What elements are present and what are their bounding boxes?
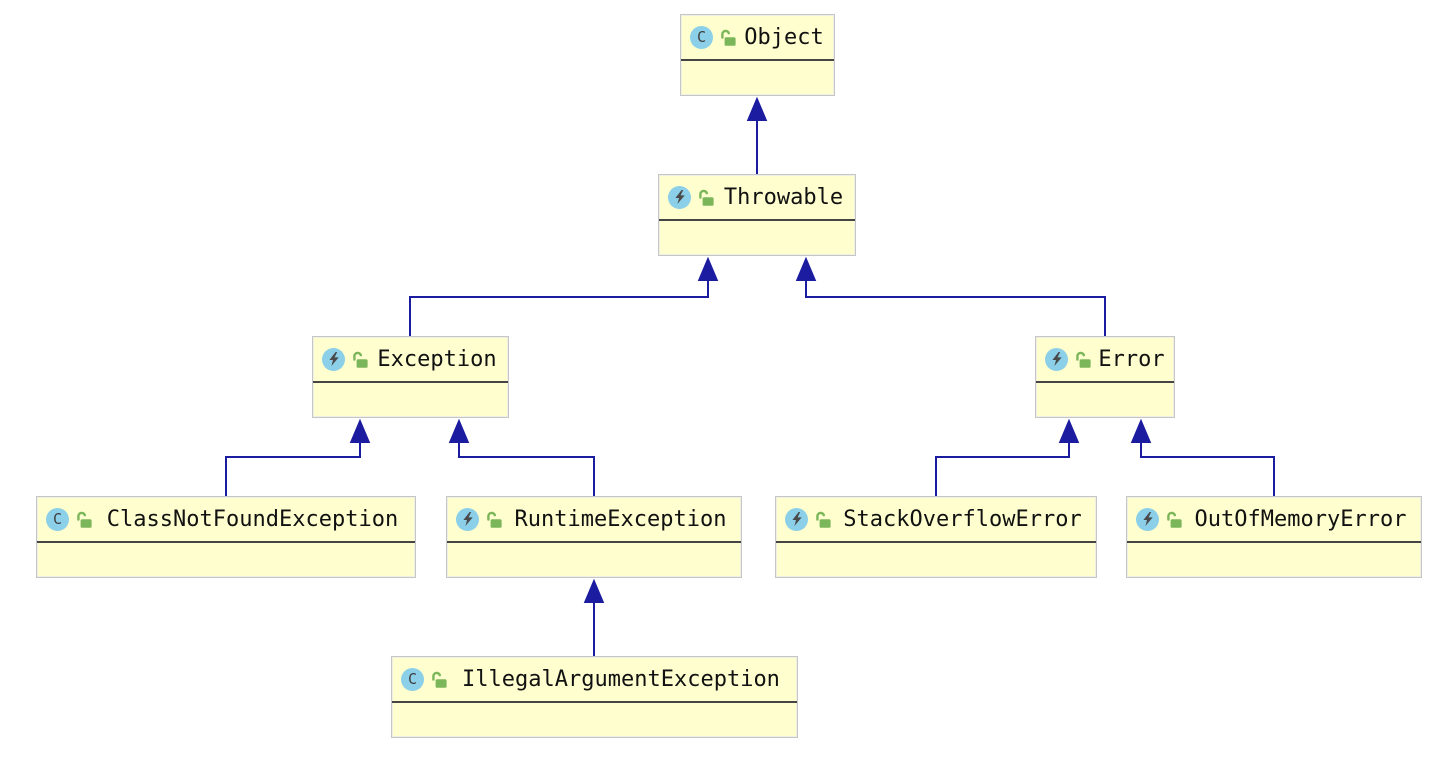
class-members-section bbox=[392, 703, 797, 737]
class-node-runtimeexception[interactable]: RuntimeException bbox=[446, 496, 742, 578]
unlock-icon bbox=[351, 350, 369, 369]
unlock-icon bbox=[697, 188, 715, 207]
exception-lightning-icon bbox=[322, 347, 345, 371]
class-members-section bbox=[776, 543, 1096, 577]
unlock-icon bbox=[430, 670, 448, 689]
class-name-label: Error bbox=[1098, 346, 1165, 372]
class-title-row: Throwable bbox=[659, 175, 855, 221]
exception-lightning-icon bbox=[785, 507, 808, 531]
inheritance-arrow-classnotfoundexception-to-exception bbox=[225, 418, 371, 497]
class-title-row: RuntimeException bbox=[447, 497, 741, 543]
class-name-label: OutOfMemoryError bbox=[1194, 506, 1407, 532]
unlock-icon bbox=[719, 28, 737, 47]
class-node-classnotfoundexception[interactable]: C ClassNotFoundException bbox=[36, 496, 416, 578]
class-members-section bbox=[1127, 543, 1421, 577]
class-title-row: C Object bbox=[681, 15, 834, 61]
exception-lightning-icon bbox=[1136, 507, 1159, 531]
class-members-section bbox=[37, 543, 415, 577]
class-node-throwable[interactable]: Throwable bbox=[658, 174, 856, 256]
inheritance-arrow-throwable-to-object bbox=[746, 96, 768, 175]
class-node-object[interactable]: C Object bbox=[680, 14, 835, 96]
class-title-row: OutOfMemoryError bbox=[1127, 497, 1421, 543]
unlock-icon bbox=[1074, 350, 1092, 369]
unlock-icon bbox=[485, 510, 503, 529]
inheritance-arrow-illegalargumentexception-to-runtimeexception bbox=[583, 578, 605, 657]
class-name-label: ClassNotFoundException bbox=[106, 506, 399, 532]
class-members-section bbox=[313, 383, 508, 417]
class-title-row: Error bbox=[1036, 337, 1174, 383]
class-node-exception[interactable]: Exception bbox=[312, 336, 509, 418]
class-title-row: StackOverflowError bbox=[776, 497, 1096, 543]
inheritance-arrow-exception-to-throwable bbox=[409, 256, 719, 337]
class-title-row: C ClassNotFoundException bbox=[37, 497, 415, 543]
class-c-icon: C bbox=[46, 507, 69, 531]
class-node-stackoverflowerror[interactable]: StackOverflowError bbox=[775, 496, 1097, 578]
inheritance-arrow-stackoverflowerror-to-error bbox=[935, 418, 1080, 497]
unlock-icon bbox=[814, 510, 832, 529]
class-name-label: RuntimeException bbox=[514, 506, 727, 532]
class-members-section bbox=[447, 543, 741, 577]
exception-lightning-icon bbox=[668, 185, 691, 209]
inheritance-arrow-error-to-throwable bbox=[795, 256, 1106, 337]
class-members-section bbox=[659, 221, 855, 255]
class-title-row: C IllegalArgumentException bbox=[392, 657, 797, 703]
class-node-outofmemoryerror[interactable]: OutOfMemoryError bbox=[1126, 496, 1422, 578]
class-title-row: Exception bbox=[313, 337, 508, 383]
class-node-error[interactable]: Error bbox=[1035, 336, 1175, 418]
class-name-label: StackOverflowError bbox=[843, 506, 1082, 532]
class-name-label: Exception bbox=[377, 346, 497, 372]
unlock-icon bbox=[1165, 510, 1183, 529]
exception-lightning-icon bbox=[456, 507, 479, 531]
exception-lightning-icon bbox=[1045, 347, 1068, 371]
class-members-section bbox=[1036, 383, 1174, 417]
class-name-label: Throwable bbox=[723, 184, 844, 210]
class-members-section bbox=[681, 61, 834, 95]
class-node-illegalargumentexception[interactable]: C IllegalArgumentException bbox=[391, 656, 798, 738]
class-c-icon: C bbox=[690, 25, 713, 49]
inheritance-arrow-runtimeexception-to-exception bbox=[448, 418, 595, 497]
class-name-label: Object bbox=[744, 24, 824, 50]
class-c-icon: C bbox=[401, 667, 424, 691]
unlock-icon bbox=[75, 510, 93, 529]
inheritance-arrow-outofmemoryerror-to-error bbox=[1130, 418, 1275, 497]
class-name-label: IllegalArgumentException bbox=[462, 666, 780, 692]
